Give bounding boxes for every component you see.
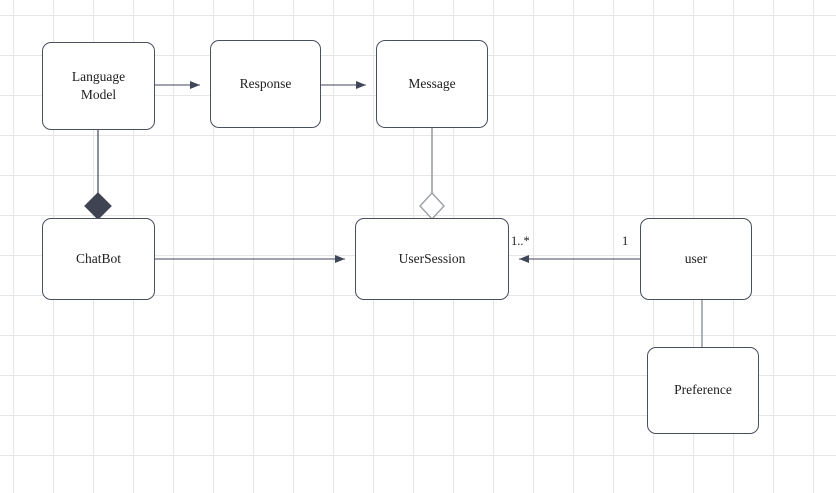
- node-preference[interactable]: Preference: [647, 347, 759, 434]
- node-label: Preference: [674, 382, 732, 398]
- node-response[interactable]: Response: [210, 40, 321, 128]
- edge-language-model-to-chatbot: [84, 130, 112, 220]
- edge-message-to-usersession: [419, 128, 445, 221]
- node-label: user: [684, 250, 708, 266]
- node-chatbot[interactable]: ChatBot: [42, 218, 155, 300]
- node-label: Language Model: [71, 68, 126, 102]
- node-user[interactable]: user: [640, 218, 752, 300]
- node-language-model[interactable]: Language Model: [42, 42, 155, 130]
- node-label: UserSession: [398, 250, 466, 266]
- multiplicity-usersession: 1..*: [511, 234, 530, 248]
- node-label: Message: [408, 75, 456, 91]
- node-label: Response: [239, 75, 292, 91]
- node-usersession[interactable]: UserSession: [355, 218, 509, 300]
- node-message[interactable]: Message: [376, 40, 488, 128]
- multiplicity-user: 1: [622, 234, 629, 248]
- node-label: ChatBot: [75, 250, 121, 266]
- filled-diamond-icon: [84, 192, 112, 220]
- hollow-diamond-icon: [419, 191, 445, 221]
